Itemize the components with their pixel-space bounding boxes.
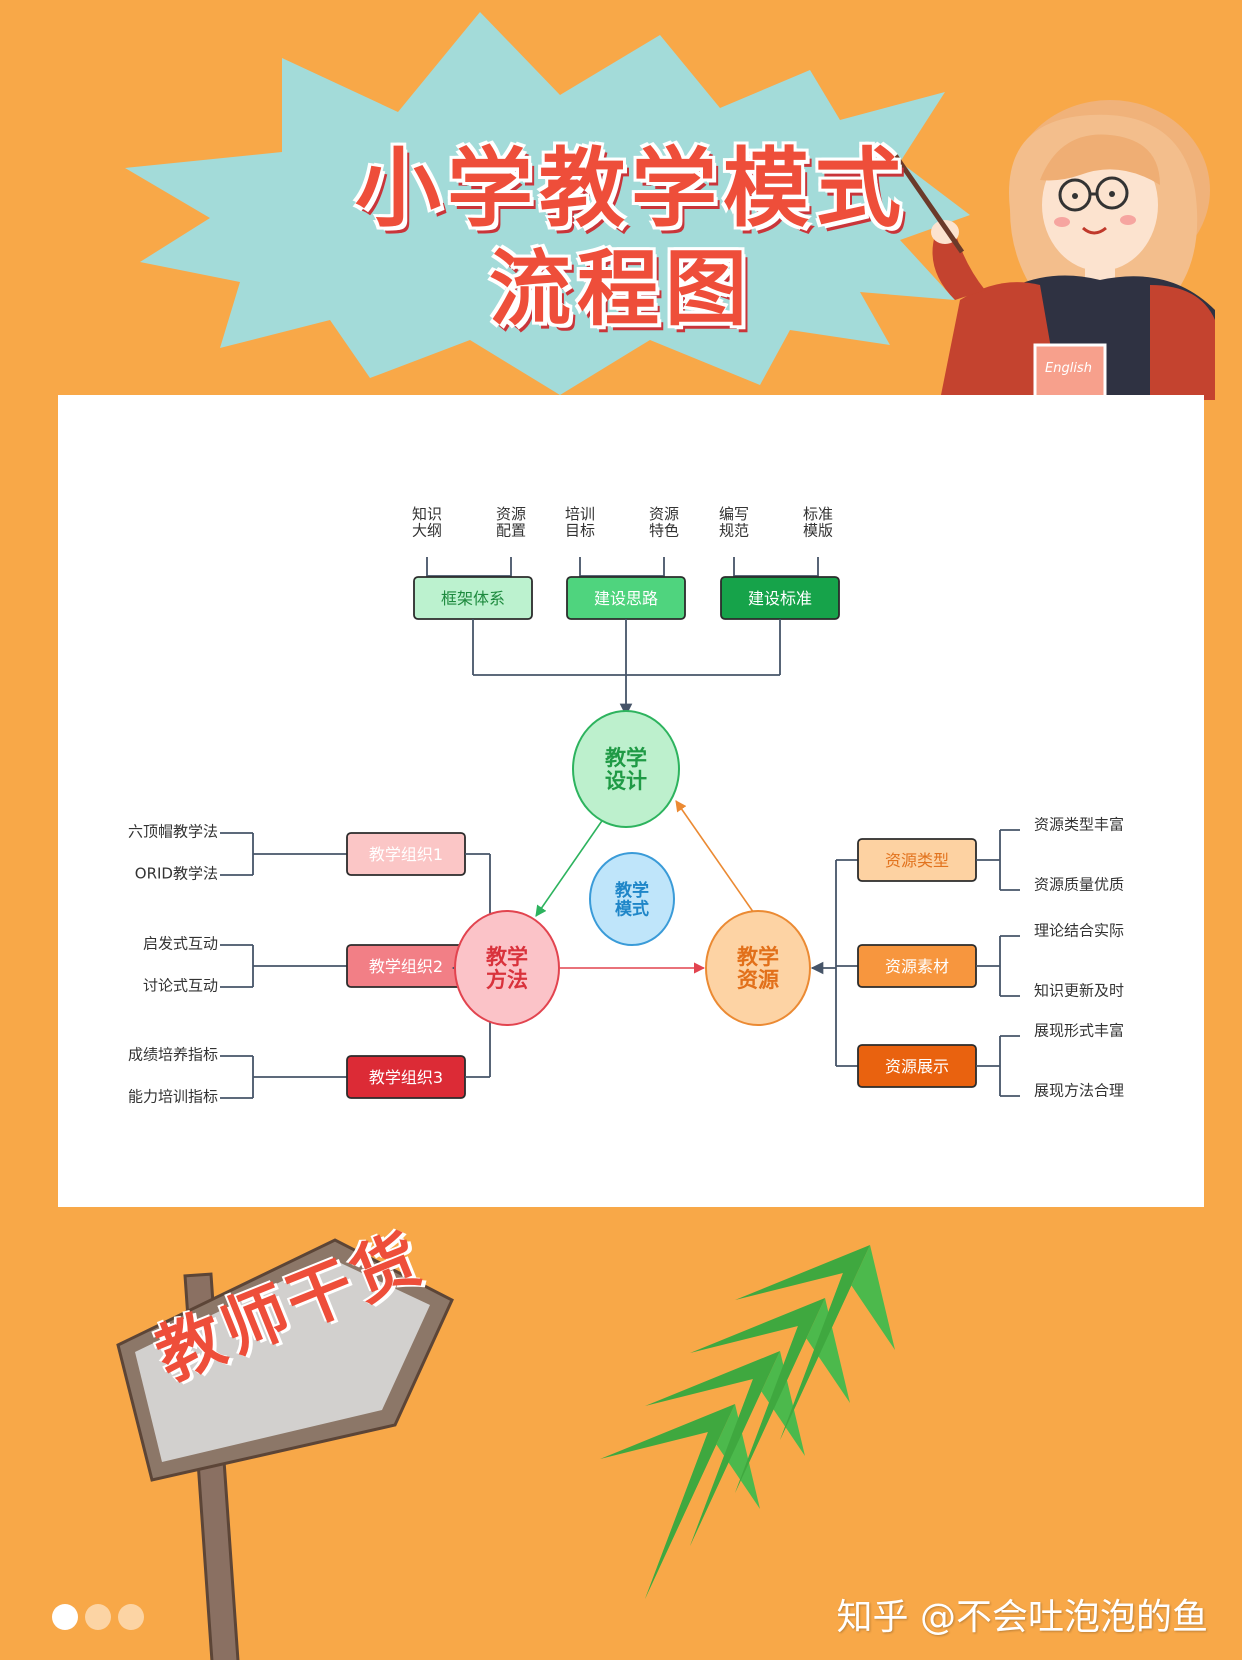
teacher-illustration: English [892,100,1215,402]
book-label: English [1045,361,1092,376]
design-to-method-arrow [535,814,607,917]
top-leaf-1-2: 资源配置 [496,505,526,540]
watermark: 知乎 @不会吐泡泡的鱼 [836,1597,1208,1638]
green-arrows [600,1245,895,1599]
design-hub [572,710,680,828]
top-leaf-bracket-1 [426,557,512,577]
top-box-label-1: 框架体系 [441,589,505,608]
center-node [589,852,675,946]
top-box-label-2: 建设思路 [594,589,658,608]
pagination-dot-2[interactable] [85,1604,111,1630]
left-box-label-1: 教学组织1 [369,845,443,864]
right-leaf-1-2: 资源质量优质 [1034,875,1124,893]
right-box-label-3: 资源展示 [885,1057,949,1076]
right-box-label-1: 资源类型 [885,851,949,870]
method-hub-label: 教学方法 [486,945,528,992]
right-leaf-3-1: 展现形式丰富 [1034,1021,1124,1039]
top-leaf-bracket-3 [733,557,819,577]
top-leaf-2-2: 资源特色 [649,505,679,540]
flowchart-card: 知识大纲 资源配置框架体系 培训目标 资源特色建设思路 编写规范 标准模版建设标准六顶帽教… [58,395,1204,1207]
left-box-label-2: 教学组织2 [369,957,443,976]
title-line-2: 流程图 [488,242,753,337]
left-leaf-3-1: 成绩培养指标 [128,1045,218,1063]
left-leaf-2-2: 讨论式互动 [143,976,218,994]
top-leaf-3-2: 标准模版 [803,505,833,540]
method-hub [454,910,560,1026]
left-leaf-3-2: 能力培训指标 [128,1087,218,1105]
design-hub-label: 教学设计 [605,746,647,793]
left-box-label-3: 教学组织3 [369,1068,443,1087]
title-starburst [125,12,970,395]
signpost [116,1238,454,1660]
pagination-dot-3[interactable] [118,1604,144,1630]
top-leaf-bracket-2 [579,557,665,577]
center-node-label: 教学模式 [614,880,649,920]
resource-to-design-arrow [675,800,757,917]
right-leaf-3-2: 展现方法合理 [1034,1081,1124,1099]
right-box-label-2: 资源素材 [885,957,949,976]
top-leaf-2-1: 培训目标 [565,505,595,540]
left-leaf-1-2: ORID教学法 [135,864,218,882]
left-leaf-1-1: 六顶帽教学法 [128,822,218,840]
title-line-1: 小学教学模式 [355,139,907,239]
right-leaf-1-1: 资源类型丰富 [1034,815,1124,833]
top-box-label-3: 建设标准 [748,589,812,608]
left-leaf-2-1: 启发式互动 [143,934,218,952]
right-leaf-2-2: 知识更新及时 [1034,981,1124,999]
resource-hub [705,910,811,1026]
top-leaf-3-1: 编写规范 [719,505,749,540]
top-leaf-1-1: 知识大纲 [412,505,442,540]
resource-hub-label: 教学资源 [737,945,779,992]
pagination-dot-1[interactable] [52,1604,78,1630]
right-leaf-2-1: 理论结合实际 [1034,921,1124,939]
